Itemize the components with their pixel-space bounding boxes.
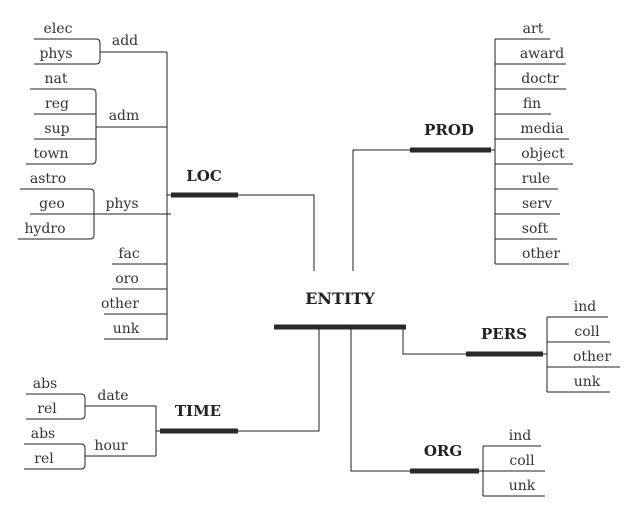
- loc-phys-group: phys astro geo hydro: [18, 171, 171, 240]
- time-date-abs: abs: [33, 376, 58, 392]
- time-hour-label: hour: [94, 438, 127, 454]
- time-date-label: date: [97, 388, 128, 404]
- loc-adm-reg: reg: [45, 96, 69, 112]
- loc-phys-hydro: hydro: [24, 221, 65, 237]
- time-label: TIME: [175, 402, 221, 420]
- pers-items: ind coll other unk: [547, 299, 620, 393]
- loc-leaf-fac: fac: [118, 246, 140, 262]
- org-ind: ind: [509, 428, 531, 444]
- prod-branch: PROD art award doctr fin media object ru…: [352, 21, 573, 271]
- loc-adm-label: adm: [109, 108, 140, 124]
- time-hour-bracket: [24, 443, 86, 470]
- time-hour-group: hour abs rel: [24, 426, 156, 470]
- loc-leaf-oro: oro: [115, 271, 139, 287]
- prod-serv: serv: [522, 196, 552, 212]
- pers-coll: coll: [574, 324, 600, 340]
- loc-branch: LOC add elec phys adm nat reg sup town p…: [18, 21, 315, 340]
- org-label: ORG: [424, 442, 462, 460]
- root-label: ENTITY: [305, 289, 375, 308]
- org-unk: unk: [509, 478, 536, 494]
- loc-adm-sup: sup: [44, 121, 69, 137]
- time-date-rel: rel: [37, 401, 57, 417]
- loc-adm-town: town: [33, 146, 68, 162]
- prod-rule: rule: [522, 171, 550, 187]
- time-branch: TIME date abs rel hour abs rel: [24, 327, 320, 470]
- loc-add-label: add: [112, 33, 138, 49]
- loc-add-phys: phys: [39, 46, 72, 62]
- time-date-group: date abs rel: [26, 376, 156, 420]
- loc-add-bracket: [34, 38, 101, 65]
- pers-unk: unk: [574, 374, 601, 390]
- prod-other: other: [522, 246, 560, 262]
- pers-ind: ind: [574, 299, 596, 315]
- prod-connector: [352, 149, 410, 271]
- loc-phys-label: phys: [105, 196, 138, 212]
- loc-phys-geo: geo: [39, 196, 65, 212]
- time-hour-abs: abs: [31, 426, 56, 442]
- prod-media: media: [520, 121, 563, 137]
- time-date-bracket: [26, 393, 86, 420]
- loc-adm-bracket: [26, 88, 97, 165]
- org-branch: ORG ind coll unk: [350, 327, 545, 497]
- pers-connector: [402, 327, 466, 355]
- time-connector: [238, 327, 320, 432]
- loc-add-group: add elec phys: [34, 21, 167, 65]
- loc-connector: [238, 194, 315, 271]
- prod-art: art: [523, 21, 544, 37]
- prod-object: object: [521, 146, 565, 162]
- prod-doctr: doctr: [521, 71, 559, 87]
- loc-add-elec: elec: [44, 21, 73, 37]
- org-coll: coll: [509, 453, 535, 469]
- loc-leaf-unk: unk: [113, 321, 140, 337]
- prod-award: award: [520, 46, 564, 62]
- loc-leaves: fac oro other unk: [101, 246, 167, 340]
- loc-adm-nat: nat: [45, 71, 68, 87]
- pers-other: other: [573, 349, 611, 365]
- org-connector: [350, 327, 410, 472]
- prod-fin: fin: [523, 96, 541, 112]
- loc-label: LOC: [186, 167, 222, 185]
- loc-phys-astro: astro: [30, 171, 66, 187]
- prod-label: PROD: [424, 121, 474, 139]
- loc-leaf-other: other: [101, 296, 139, 312]
- pers-branch: PERS ind coll other unk: [402, 299, 620, 393]
- prod-soft: soft: [522, 221, 549, 237]
- org-items: ind coll unk: [483, 428, 545, 497]
- prod-items: art award doctr fin media object rule se…: [495, 21, 573, 265]
- pers-label: PERS: [481, 325, 527, 343]
- loc-adm-group: adm nat reg sup town: [26, 71, 167, 165]
- time-hour-rel: rel: [34, 451, 54, 467]
